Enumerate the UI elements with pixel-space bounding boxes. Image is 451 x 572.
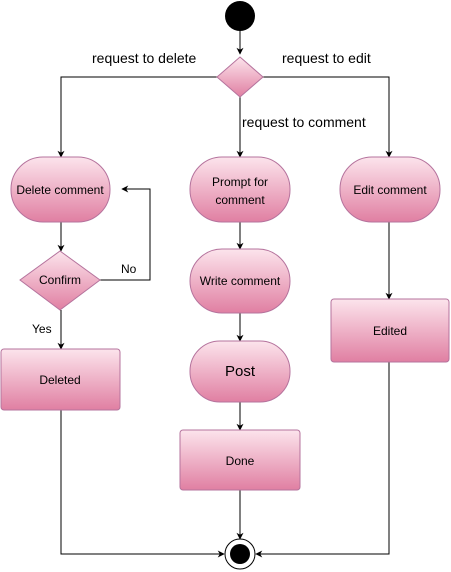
request-to-edit-label: request to edit	[282, 50, 371, 66]
end-node	[224, 538, 256, 570]
request-to-comment-label: request to comment	[242, 114, 366, 130]
yes-label: Yes	[32, 322, 52, 336]
request-to-delete-label: request to delete	[92, 50, 197, 66]
prompt-for-comment-label-line1: Prompt for	[212, 175, 268, 189]
edit-comment-node	[339, 156, 441, 223]
edit-comment-label: Edit comment	[353, 183, 427, 197]
start-node	[225, 1, 255, 31]
edge-deleted-to-end	[60, 410, 225, 558]
post-label: Post	[225, 363, 256, 380]
prompt-for-comment-node	[189, 156, 291, 223]
deleted-node	[0, 348, 121, 411]
edge-decision-to-edit	[263, 76, 393, 158]
write-comment-node	[189, 248, 291, 314]
edge-confirm-no-to-delete	[100, 185, 151, 281]
edge-decision-to-delete	[57, 76, 217, 158]
confirm-label: Confirm	[39, 273, 81, 287]
write-comment-label: Write comment	[200, 274, 281, 288]
edited-label: Edited	[373, 324, 407, 338]
edges	[57, 30, 393, 558]
done-label: Done	[226, 454, 255, 468]
prompt-for-comment-label-line2: comment	[215, 193, 265, 207]
delete-comment-node	[10, 156, 111, 223]
confirm-decision-diamond	[19, 250, 101, 311]
deleted-label: Deleted	[39, 373, 80, 387]
no-label: No	[121, 262, 137, 276]
done-node	[179, 429, 301, 491]
edited-node	[330, 298, 450, 363]
edge-edited-to-end	[255, 362, 390, 558]
post-node	[189, 340, 291, 403]
delete-comment-label: Delete comment	[16, 183, 104, 197]
request-decision-diamond	[216, 56, 264, 98]
